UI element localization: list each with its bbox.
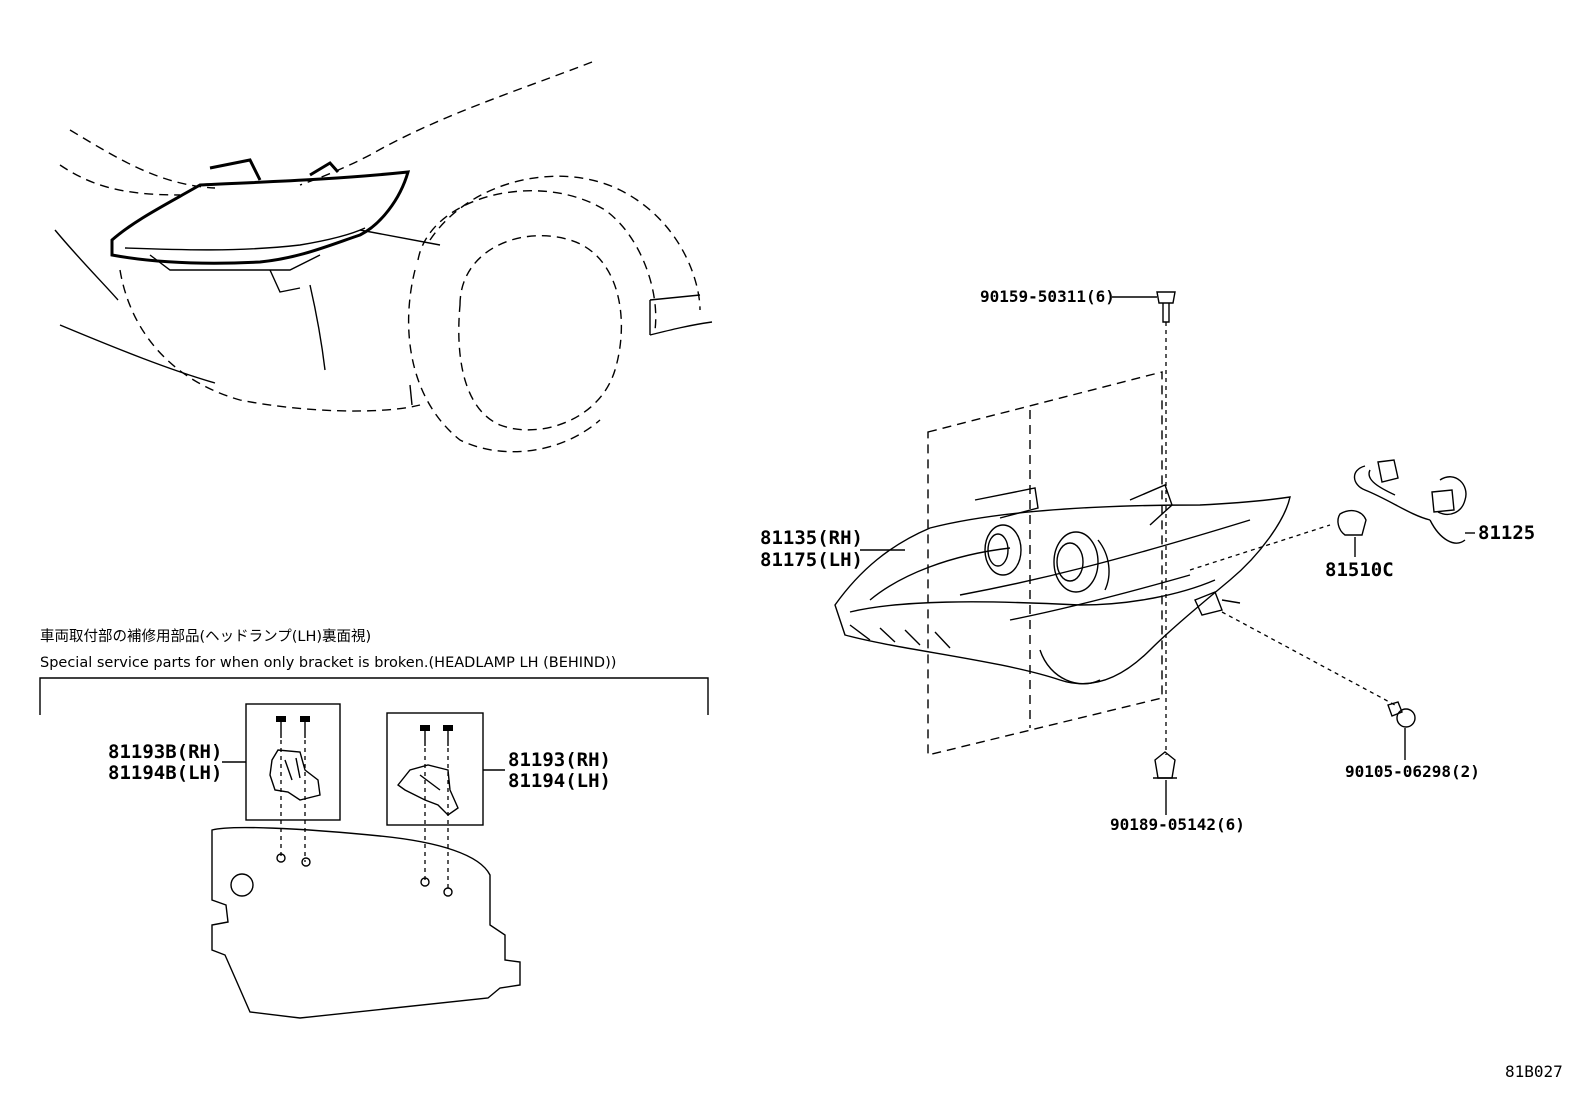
label-headlamp-rh: 81135(RH) xyxy=(760,527,863,549)
note-jp: 車両取付部の補修用部品(ヘッドランプ(LH)裏面視) xyxy=(40,629,372,645)
label-bracket-b-lh: 81194B(LH) xyxy=(108,762,223,784)
screw-icon xyxy=(1156,291,1176,323)
socket-wire-icon xyxy=(1353,459,1467,544)
bulb-icon xyxy=(1337,509,1367,536)
car-front-illustration xyxy=(54,61,713,453)
clip-icon xyxy=(1153,751,1177,779)
label-bolt-right: 90105-06298(2) xyxy=(1345,762,1480,781)
label-bracket-rh: 81193(RH) xyxy=(508,749,611,771)
label-bulb: 81510C xyxy=(1325,559,1394,581)
label-bracket-lh: 81194(LH) xyxy=(508,770,611,792)
screw-icon xyxy=(276,716,310,738)
service-bracket-section xyxy=(39,677,709,1019)
label-socket-wire: 81125 xyxy=(1478,522,1536,544)
label-screw-top: 90159-50311(6) xyxy=(980,287,1115,306)
screw-icon xyxy=(420,725,453,746)
label-clip-bottom: 90189-05142(6) xyxy=(1110,815,1245,834)
bolt-icon xyxy=(1387,701,1416,728)
headlamp-exploded-view xyxy=(834,291,1475,815)
note-en: Special service parts for when only brac… xyxy=(40,655,617,671)
label-headlamp-lh: 81175(LH) xyxy=(760,549,863,571)
figure-id: 81B027 xyxy=(1505,1062,1563,1081)
label-bracket-b-rh: 81193B(RH) xyxy=(108,741,223,763)
